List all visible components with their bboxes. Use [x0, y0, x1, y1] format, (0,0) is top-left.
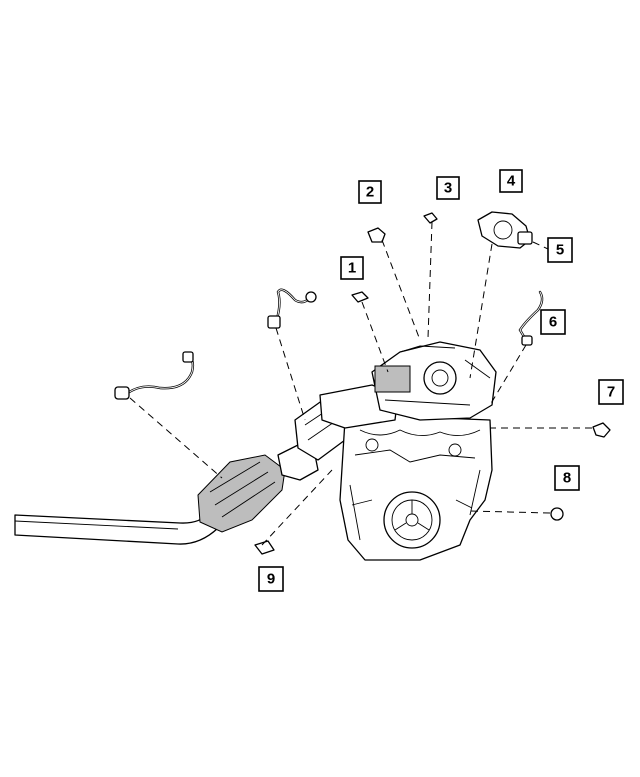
oxygen-sensor-upstream [267, 288, 317, 329]
leader-2 [381, 239, 421, 341]
part-6-sensor-wire [518, 290, 544, 346]
callout-9: 9 [258, 566, 284, 592]
engine-block [319, 341, 497, 561]
leader-1 [361, 301, 389, 373]
leader-9 [261, 469, 333, 546]
callout-6: 6 [540, 309, 566, 335]
part-3-sensor [423, 212, 438, 224]
svg-text:7: 7 [607, 384, 615, 401]
part-2-sensor [367, 227, 386, 243]
leader-4 [469, 243, 493, 379]
part-8-sensor [550, 507, 564, 521]
part-9-sensor [254, 540, 275, 555]
leader-upstream-o2 [275, 327, 306, 421]
leader-downstream-o2 [129, 397, 223, 479]
svg-text:2: 2 [366, 184, 374, 201]
callout-1: 1 [340, 256, 364, 280]
svg-text:6: 6 [549, 314, 557, 331]
svg-text:3: 3 [444, 180, 452, 197]
callout-5: 5 [547, 237, 573, 263]
leader-lines [129, 221, 592, 546]
oxygen-sensor-downstream [114, 351, 195, 400]
leader-5 [532, 241, 549, 250]
part-7-sensor [592, 422, 611, 438]
callout-8: 8 [554, 465, 580, 491]
part-5-sensor [517, 231, 533, 245]
svg-text:8: 8 [563, 470, 571, 487]
callout-4: 4 [499, 169, 523, 193]
leader-8 [469, 510, 551, 514]
svg-text:9: 9 [267, 571, 275, 588]
svg-text:4: 4 [507, 173, 516, 190]
callout-7: 7 [598, 379, 624, 405]
leader-3 [427, 221, 433, 339]
callout-3: 3 [436, 176, 460, 200]
part-1-sensor [351, 291, 369, 303]
callout-2: 2 [358, 180, 382, 204]
svg-text:1: 1 [348, 260, 356, 277]
svg-text:5: 5 [556, 242, 564, 259]
